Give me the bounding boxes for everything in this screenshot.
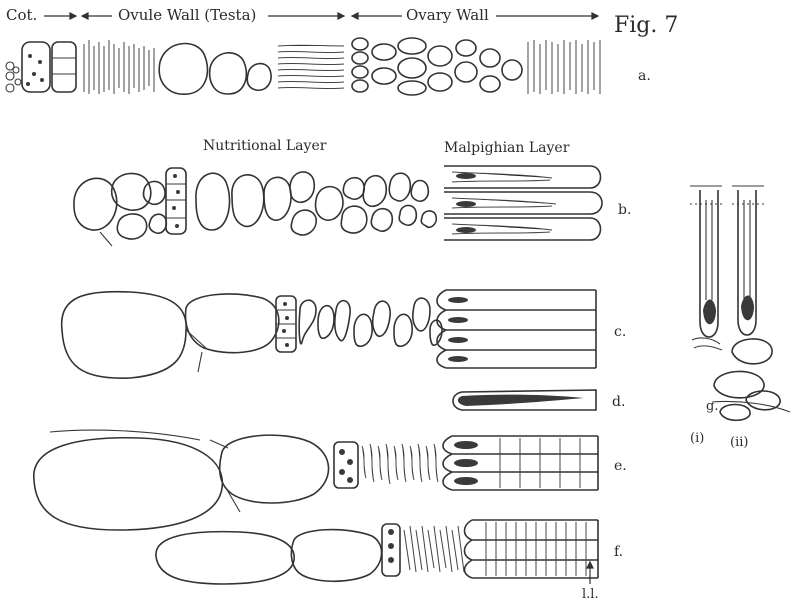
row-e-tissue: [34, 430, 598, 530]
side-panel-cells: [690, 186, 790, 420]
row-e-letter: e.: [614, 458, 627, 474]
row-f-tissue: [156, 520, 598, 584]
nutritional-layer-label: Nutritional Layer: [203, 138, 327, 154]
malpighian-layer-label: Malpighian Layer: [444, 140, 570, 156]
cot-label: Cot.: [6, 6, 37, 24]
row-d-letter: d.: [612, 394, 625, 410]
row-c-tissue: [62, 290, 596, 378]
cot-arrow: [44, 13, 112, 19]
row-c-letter: c.: [614, 324, 626, 340]
row-a-letter: a.: [638, 68, 651, 84]
ovary-wall-arrow: [496, 13, 598, 19]
ll-label: l.l.: [582, 587, 599, 602]
row-d-tissue: [453, 390, 596, 410]
row-b-letter: b.: [618, 202, 631, 218]
g-label: g.: [706, 399, 718, 414]
row-f-letter: f.: [614, 544, 623, 560]
fig-label: Fig. 7: [614, 13, 678, 38]
ovary-wall-label: Ovary Wall: [406, 6, 489, 24]
row-b-tissue: [74, 166, 602, 246]
cell-ii-label: (ii): [730, 435, 748, 450]
row-a-tissue: [6, 38, 600, 95]
ovule-wall-label: Ovule Wall (Testa): [118, 6, 256, 24]
cell-i-label: (i): [690, 431, 704, 446]
ovule-wall-arrow: [268, 13, 402, 19]
